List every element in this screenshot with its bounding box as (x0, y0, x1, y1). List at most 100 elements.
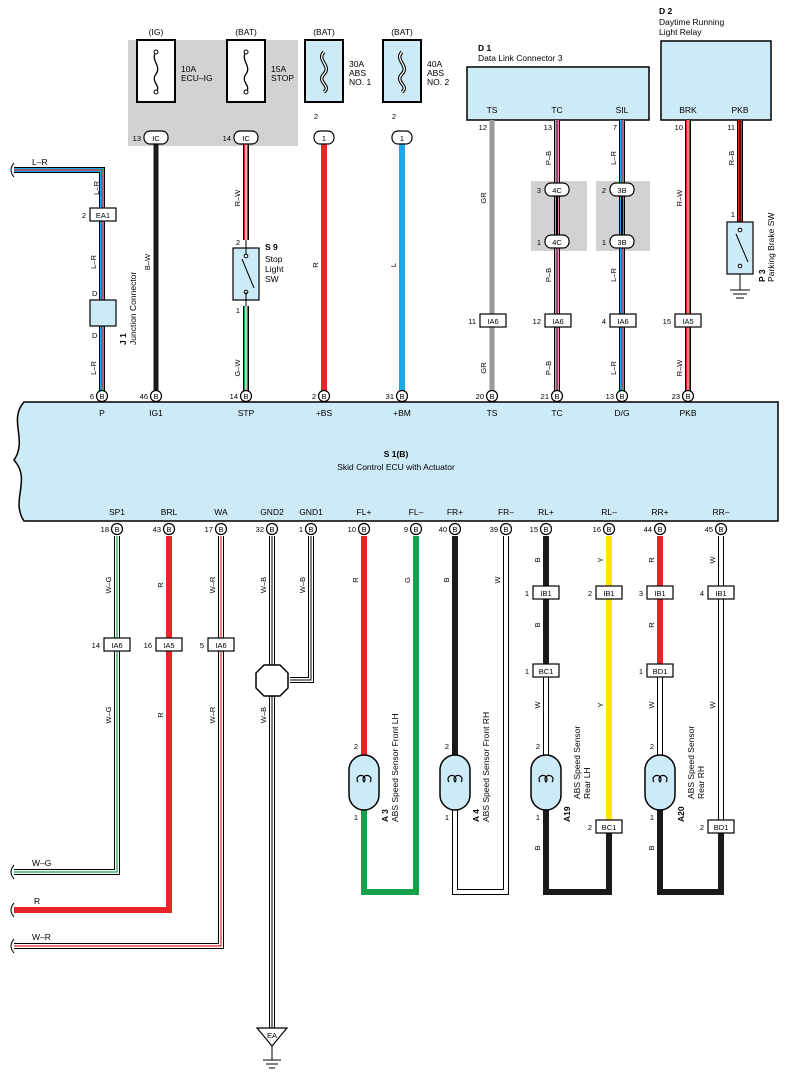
d2-pin-pkb: PKB (731, 105, 748, 115)
a19-name1: ABS Speed Sensor (572, 726, 582, 799)
svg-text:11: 11 (468, 317, 476, 326)
junction-4c (544, 182, 570, 249)
junction-d-bottom: D (92, 331, 98, 340)
svg-text:1: 1 (525, 667, 529, 676)
ecu-pin-conn: B (218, 525, 223, 534)
junction-3b-bottom: 3B (617, 238, 626, 247)
code-y-rl-1: Y (596, 557, 605, 562)
ecu-pin-number: 32 (256, 525, 264, 534)
svg-text:12: 12 (533, 317, 541, 326)
conn-1-b (391, 130, 413, 145)
ecu-pin-conn: B (619, 392, 624, 401)
code-w-rr-3: W (708, 701, 717, 709)
svg-text:2: 2 (236, 238, 240, 247)
conn-ib1-rr-plus (646, 585, 674, 600)
d1-num-tc: 13 (544, 123, 552, 132)
d1-name: Data Link Connector 3 (478, 53, 563, 63)
fuse4-name2: NO. 2 (427, 77, 449, 87)
conn-ib1-rl-minus-label: IB1 (603, 589, 614, 598)
ecu-pin-conn: B (321, 392, 326, 401)
d2-pin-brk: BRK (679, 105, 697, 115)
conn-ia5-brk-label: IA5 (682, 317, 693, 326)
code-gr-bottom: GR (479, 362, 488, 374)
ecu-pin-name: GND1 (299, 507, 323, 517)
ecu-pin-number: 44 (644, 525, 652, 534)
d1-box (466, 66, 650, 121)
code-wr-3: W–R (32, 932, 51, 942)
junction-3b-top: 3B (617, 186, 626, 195)
ecu-pin-number: 46 (140, 392, 148, 401)
conn-ib1-rl-plus (532, 585, 560, 600)
ecu-pin-number: 45 (705, 525, 713, 534)
j1-id: J 1 (118, 333, 128, 345)
ecu-pin-name: RR– (712, 507, 729, 517)
code-lr-entry: L–R (32, 157, 48, 167)
wire-wr (14, 536, 224, 949)
conn-bd1-bottom (707, 819, 735, 834)
svg-text:1: 1 (731, 210, 735, 219)
code-pb-bottom: P–B (544, 361, 553, 375)
ecu-pin-name: IG1 (149, 408, 163, 418)
ecu-pin-terminal (304, 522, 318, 536)
p3-name: Parking Brake SW (766, 213, 776, 282)
ground-ea (255, 1027, 289, 1047)
a20-name1: ABS Speed Sensor (686, 726, 696, 799)
d2-name1: Daytime Running (659, 17, 724, 27)
s9-id: S 9 (265, 242, 278, 252)
ecu-pin-conn: B (489, 392, 494, 401)
ecu-pin-number: 14 (230, 392, 238, 401)
conn-ia6-wa-label: IA6 (215, 641, 226, 650)
svg-text:14: 14 (92, 641, 100, 650)
ground-ea-label: EA (267, 1031, 277, 1040)
fuse2-rating: 15A (271, 64, 286, 74)
d1-num-ts: 12 (479, 123, 487, 132)
ecu-pin-number: 21 (541, 392, 549, 401)
conn-ib1-rr-minus (707, 585, 735, 600)
a20-id: A20 (676, 806, 686, 822)
code-lr-sil-mid: L–R (609, 268, 618, 282)
ecu-pin-number: 18 (101, 525, 109, 534)
ecu-pin-terminal (550, 389, 564, 403)
code-rb: R–B (727, 151, 736, 166)
svg-text:5: 5 (200, 641, 204, 650)
code-rw-brk-top: R–W (675, 189, 684, 207)
svg-text:2: 2 (536, 742, 540, 751)
ecu-pin-conn: B (543, 525, 548, 534)
code-b-rl-1: B (533, 557, 542, 562)
ecu-pin-conn: B (452, 525, 457, 534)
ecu-pin-number: 1 (299, 525, 303, 534)
ecu-pin-name: FR– (498, 507, 514, 517)
code-wg-3: W–G (32, 858, 51, 868)
code-wb-2: W–B (298, 577, 307, 593)
fuse2-name: STOP (271, 73, 294, 83)
conn-ea1 (89, 207, 117, 222)
code-r-rr-2: R (647, 622, 656, 628)
ecu-pin-terminal (615, 389, 629, 403)
svg-text:2: 2 (602, 186, 606, 195)
ecu-pin-terminal (539, 522, 553, 536)
ecu-pin-name: FL– (409, 507, 424, 517)
wire-g-fl (361, 536, 419, 895)
conn-ic-13 (143, 130, 169, 145)
ecu-pin-terminal (317, 389, 331, 403)
junction-d-top: D (92, 289, 98, 298)
ecu-pin-conn: B (153, 392, 158, 401)
p3-id: P 3 (757, 269, 767, 282)
fuse1-rating: 10A (181, 64, 196, 74)
fuse3-name1: ABS (349, 68, 366, 78)
wire-w-rr (657, 536, 724, 822)
code-w-rl: W (533, 701, 542, 709)
ecu-pin-number: 17 (205, 525, 213, 534)
ecu-pin-number: 31 (386, 392, 394, 401)
conn-ib1-rr-plus-label: IB1 (654, 589, 665, 598)
ecu-pin-terminal (149, 389, 163, 403)
ecu-pin-name: RL+ (538, 507, 554, 517)
ecu-pin-conn: B (685, 392, 690, 401)
ecu-pin-terminal (681, 389, 695, 403)
conn-ia6-tc-label: IA6 (552, 317, 563, 326)
ecu-pin-name: FR+ (447, 507, 463, 517)
wire-wb (269, 536, 314, 1028)
wire-wg (14, 536, 120, 875)
